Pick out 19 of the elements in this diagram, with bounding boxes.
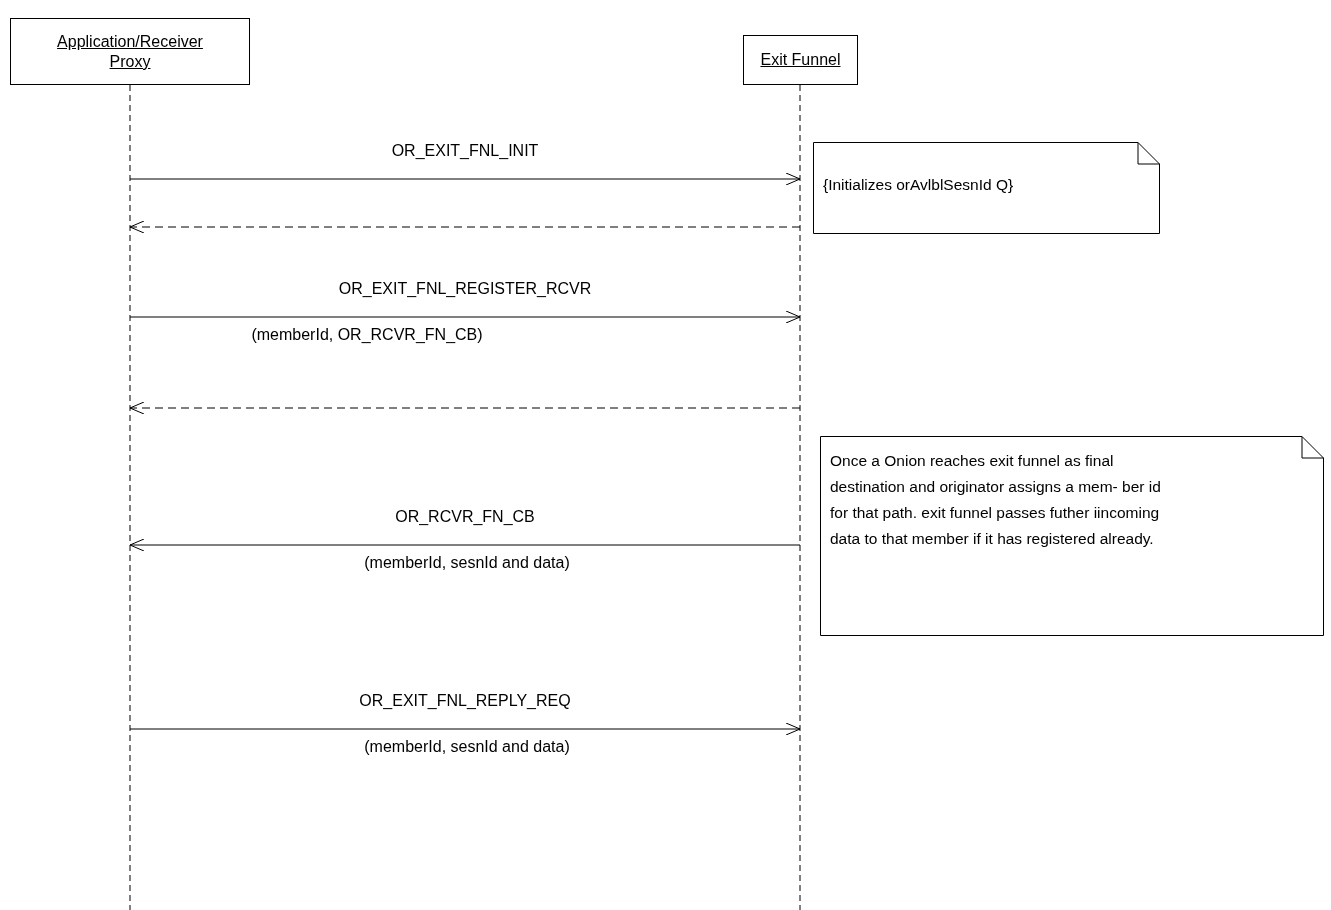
message-arrow: [129, 722, 801, 736]
message-arrow: [129, 310, 801, 324]
note-text: Once a Onion reaches exit funnel as final destination and originator assigns a mem- ber id for that path. exit funnel passes futher iincoming data to that member if it has registered already.: [830, 451, 1162, 549]
message-arrow: [129, 538, 801, 552]
parameter-label: (memberId, sesnId and data): [362, 738, 572, 756]
return-message-arrow: [129, 220, 801, 234]
message-label: OR_RCVR_FN_CB: [393, 508, 537, 526]
note-box: [820, 436, 1324, 636]
parameter-label: (memberId, sesnId and data): [362, 554, 572, 572]
return-message-arrow: [129, 401, 801, 415]
message-label: OR_EXIT_FNL_REGISTER_RCVR: [336, 280, 594, 298]
message-label: OR_EXIT_FNL_INIT: [389, 142, 541, 160]
message-label: OR_EXIT_FNL_REPLY_REQ: [357, 692, 573, 710]
parameter-label: (memberId, OR_RCVR_FN_CB): [249, 326, 485, 344]
participant-name: Application/Receiver Proxy: [56, 31, 204, 72]
message-arrow: [129, 172, 801, 186]
note-box: [813, 142, 1160, 234]
note-text: {Initializes orAvlblSesnId Q}: [823, 175, 1015, 195]
participant-name: Exit Funnel: [760, 50, 841, 70]
